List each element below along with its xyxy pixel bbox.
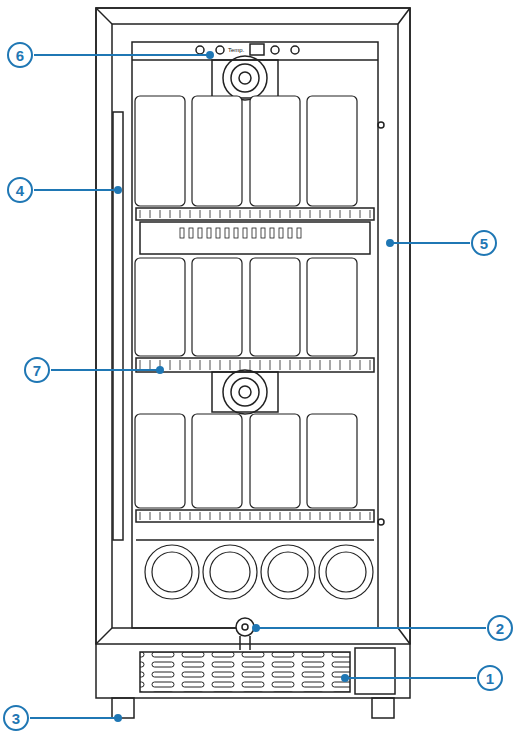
callout-circle: 5 (471, 230, 497, 256)
callout-number: 7 (33, 363, 41, 378)
callout-circle: 3 (3, 705, 29, 731)
callout-circle: 2 (487, 615, 513, 641)
callout-circle: 1 (477, 665, 503, 691)
callout-number: 2 (496, 621, 504, 636)
callout-circle: 7 (24, 357, 50, 383)
callout-number: 4 (16, 183, 24, 198)
callout-circle: 4 (7, 177, 33, 203)
callout-number: 5 (480, 236, 488, 251)
callout-circle: 6 (7, 42, 33, 68)
callout-number: 3 (12, 711, 20, 726)
callout-number: 1 (486, 671, 494, 686)
callout-number: 6 (16, 48, 24, 63)
panel-label: Temp. (227, 47, 245, 53)
